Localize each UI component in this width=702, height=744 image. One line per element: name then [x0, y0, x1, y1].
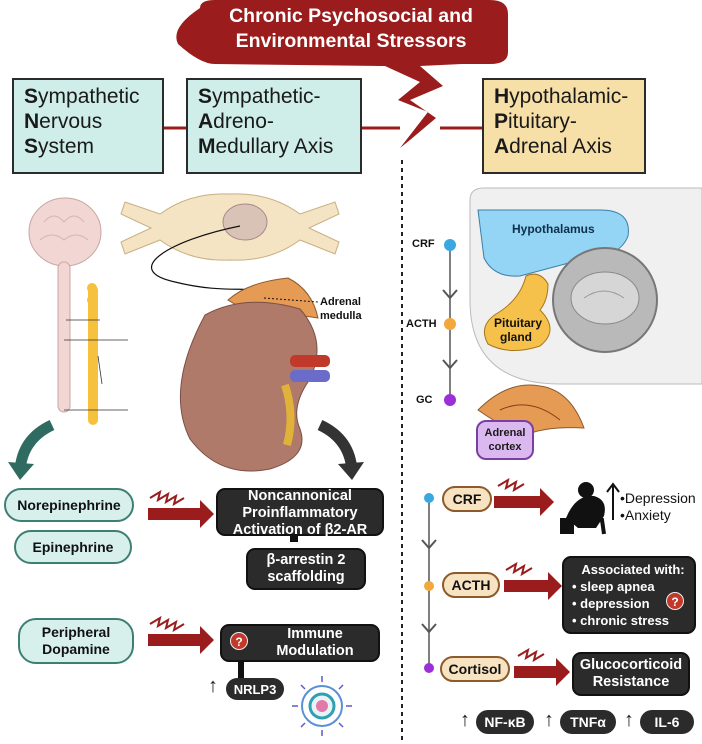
- up-arrow-icon: ↑: [460, 709, 470, 731]
- connector-line: [290, 530, 298, 542]
- question-icon: ?: [666, 592, 684, 610]
- right-chain: [421, 493, 437, 673]
- connector-line: [238, 660, 244, 678]
- adrenal-gland-detail: [499, 404, 561, 421]
- hpa-crf-label: CRF: [412, 238, 435, 250]
- kidney-adrenal-illustration: [120, 193, 340, 472]
- question-icon: ?: [230, 632, 248, 650]
- curved-arrow-right-head: [338, 462, 364, 480]
- effects-list: •Depression •Anxiety: [620, 490, 696, 523]
- title-line-2: Environmental Stressors: [235, 30, 467, 52]
- epinephrine-pill: Epinephrine: [14, 530, 132, 564]
- hpa-header-box: Hypothalamic- Pituitary- Adrenal Axis: [482, 78, 646, 174]
- glucocorticoid-resistance-box: Glucocorticoid Resistance: [572, 652, 690, 696]
- up-arrow-icon: ↑: [208, 675, 218, 697]
- sns-header-box: Sympathetic Nervous System: [12, 78, 164, 174]
- hpa-gc-label: GC: [416, 394, 433, 406]
- norepinephrine-pill: Norepinephrine: [4, 488, 134, 522]
- hypothalamus-label: Hypothalamus: [512, 222, 595, 236]
- hpa-acth-label: ACTH: [406, 318, 437, 330]
- hypothalamus-pituitary-illustration: [469, 187, 702, 385]
- tnfa-pill: TNFα: [560, 710, 616, 734]
- acth-pill: ACTH: [442, 572, 500, 598]
- noncanonical-activation-box: Noncannonical Proinflammatory Activation…: [216, 488, 384, 538]
- il6-pill: IL-6: [640, 710, 694, 734]
- arrestin-scaffolding-box: β-arrestin 2 scaffolding: [246, 548, 366, 590]
- pituitary-gland-label: Pituitary gland: [494, 316, 543, 344]
- brain-spinal-cord-illustration: [28, 197, 128, 425]
- up-arrow-icon: ↑: [624, 709, 634, 731]
- left-red-arrows: [148, 489, 214, 654]
- up-arrow-icon-head: [606, 482, 620, 493]
- right-red-arrows: [494, 477, 570, 686]
- page-title: Chronic Psychosocial and Environmental S…: [176, 4, 526, 54]
- depressed-person-icon: [560, 482, 606, 535]
- hpa-chain: [442, 239, 458, 406]
- up-arrow-icon: ↑: [544, 709, 554, 731]
- sam-header-box: Sympathetic- Adreno- Medullary Axis: [186, 78, 362, 174]
- cortisol-pill: Cortisol: [440, 656, 510, 682]
- nlrp3-pill: NRLP3: [226, 678, 284, 700]
- virus-icon: [292, 676, 352, 736]
- stressor-banner-shape: [176, 0, 508, 148]
- nfkb-pill: NF-κB: [476, 710, 534, 734]
- associated-with-box: Associated with: • sleep apnea • depress…: [562, 556, 696, 634]
- adrenal-medulla-label: Adrenal medulla: [320, 296, 362, 322]
- adrenal-cortex-label: Adrenal cortex: [476, 420, 534, 460]
- curved-arrow-left-head: [8, 462, 34, 480]
- crf-pill: CRF: [442, 486, 492, 512]
- title-line-1: Chronic Psychosocial and: [229, 5, 473, 27]
